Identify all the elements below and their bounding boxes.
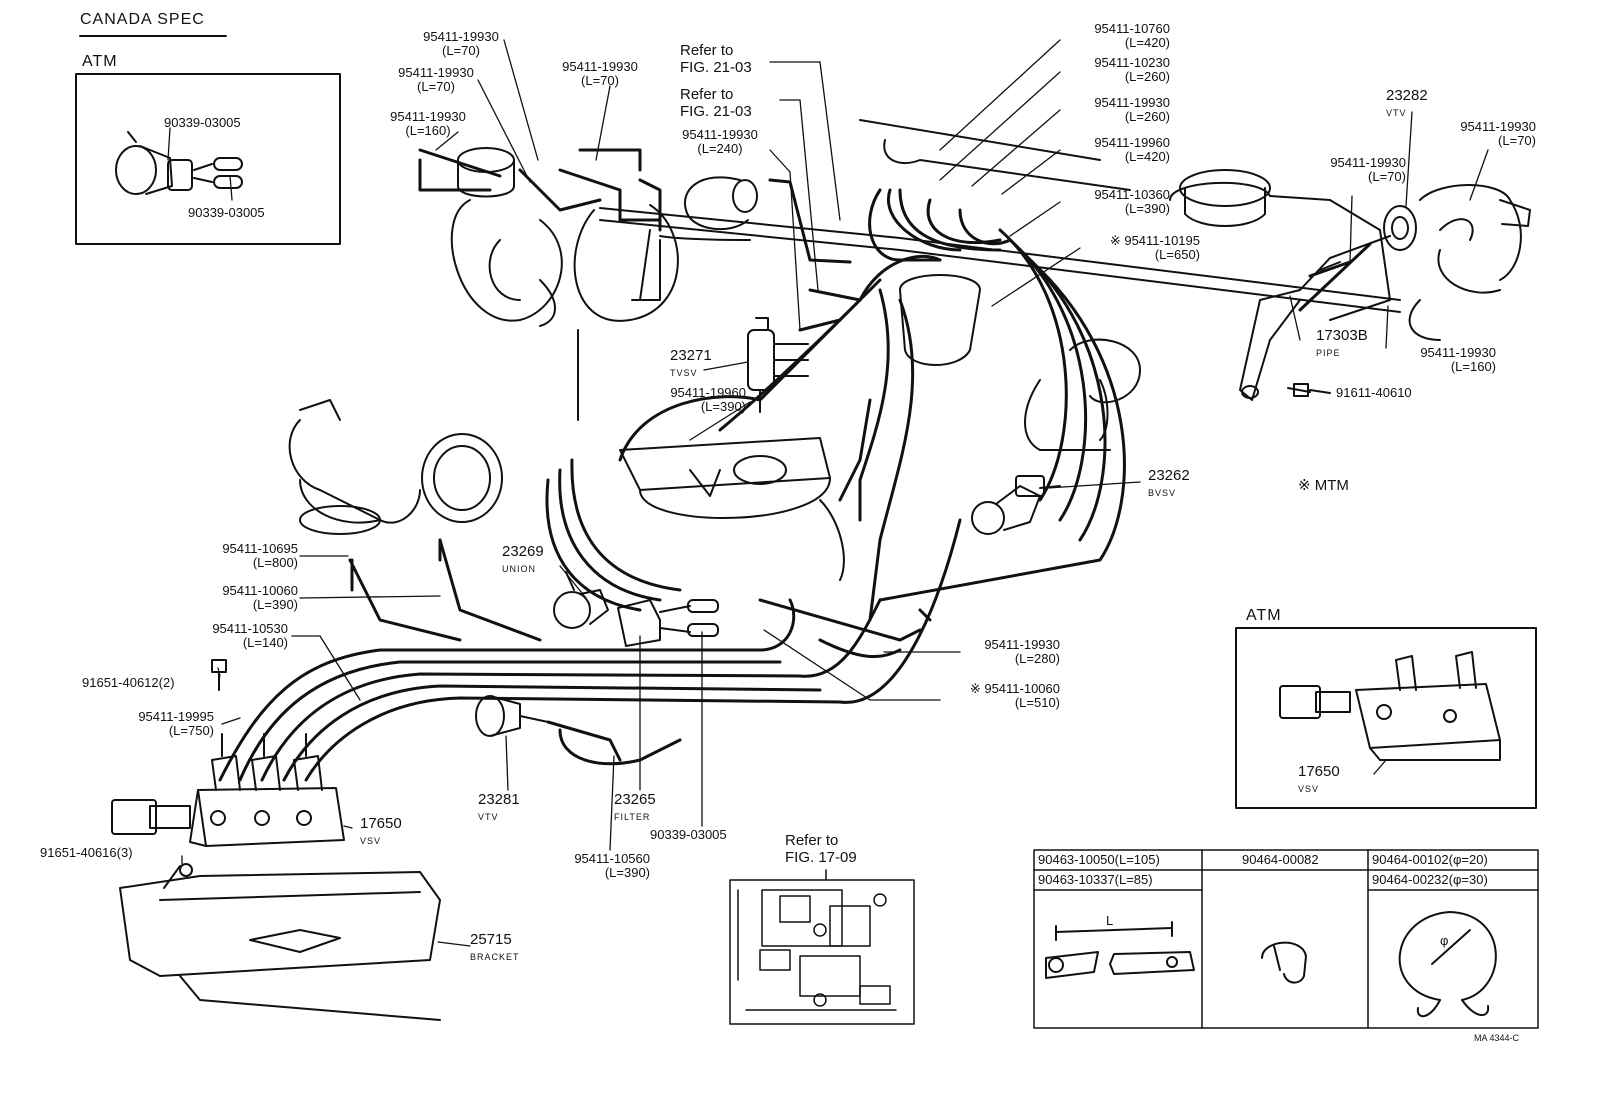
hose-label: ※ 95411-10195(L=650) bbox=[1109, 233, 1200, 262]
atm-inset-top bbox=[75, 73, 341, 245]
hose-label: 95411-10230(L=260) bbox=[1094, 55, 1170, 84]
pipe-17303b bbox=[1239, 235, 1391, 401]
hose-label: 95411-19930(L=70) bbox=[398, 65, 474, 94]
vsv-17650-block bbox=[111, 733, 345, 847]
atm-inset-right bbox=[1235, 627, 1537, 809]
clamp-dim-label: L bbox=[1106, 913, 1114, 928]
clamp-row1-col3: 90464-00102(φ=20) bbox=[1372, 852, 1488, 867]
bracket-25715 bbox=[119, 863, 441, 1021]
hose-label: 95411-19930(L=160) bbox=[390, 109, 466, 138]
hose-label: ※ 95411-10060(L=510) bbox=[969, 681, 1060, 710]
clamp-clip bbox=[1261, 941, 1307, 984]
atm-inset-right-title: ATM bbox=[1246, 607, 1282, 624]
clamp-table bbox=[1033, 849, 1539, 1029]
hose-label: 95411-19930(L=160) bbox=[1420, 345, 1496, 374]
bolt-91651-616-label: 91651-40616(3) bbox=[40, 845, 133, 860]
hose-label: 95411-19930(L=70) bbox=[1460, 119, 1536, 148]
hose-bundle bbox=[218, 148, 1372, 782]
hose-label: 95411-10695(L=800) bbox=[222, 541, 298, 570]
clip-90339-label: 90339-03005 bbox=[650, 827, 727, 842]
atm-top-part-a: 90339-03005 bbox=[164, 115, 241, 130]
clamp-strip bbox=[1045, 921, 1195, 979]
atm-inset-top-title: ATM bbox=[82, 53, 118, 70]
clamp-row2-col3: 90464-00232(φ=30) bbox=[1372, 872, 1488, 887]
atm-top-part-b: 90339-03005 bbox=[188, 205, 265, 220]
leaders bbox=[167, 39, 1489, 947]
engine-upper-assembly bbox=[450, 119, 1401, 451]
hose-label: 95411-19930(L=70) bbox=[1330, 155, 1406, 184]
clamp-ring bbox=[1398, 911, 1497, 1018]
vtv-23281 bbox=[475, 695, 549, 737]
footer-code: MA 4344-C bbox=[1474, 1033, 1520, 1043]
bolt-91651-612-label: 91651-40612(2) bbox=[82, 675, 175, 690]
hose-label: 95411-10060(L=390) bbox=[222, 583, 298, 612]
hose-label: 95411-10360(L=390) bbox=[1094, 187, 1170, 216]
hose-label: 95411-10530(L=140) bbox=[212, 621, 288, 650]
vtv-23282 bbox=[1383, 184, 1531, 341]
bvsv-23262 bbox=[971, 475, 1061, 535]
hose-label: 95411-10760(L=420) bbox=[1094, 21, 1170, 50]
hose-label: 95411-19930(L=260) bbox=[1094, 95, 1170, 124]
clamp-row1-col2: 90464-00082 bbox=[1242, 852, 1319, 867]
fig1709-inset bbox=[729, 869, 915, 1025]
throttle-body bbox=[288, 399, 503, 535]
header-title: CANADA SPEC bbox=[80, 11, 205, 28]
hose-label: 95411-19930(L=240) bbox=[682, 127, 758, 156]
filter-23265 bbox=[617, 599, 719, 647]
hose-label: 95411-19930(L=280) bbox=[984, 637, 1060, 666]
center-block bbox=[619, 437, 845, 581]
clamp-row2-col1: 90463-10337(L=85) bbox=[1038, 872, 1153, 887]
bolt-91651-612 bbox=[211, 659, 227, 691]
bolt-91611 bbox=[1287, 383, 1331, 397]
bolt-91611-label: 91611-40610 bbox=[1336, 385, 1412, 400]
clamp-row1-col1: 90463-10050(L=105) bbox=[1038, 852, 1160, 867]
hose-label: 95411-10560(L=390) bbox=[574, 851, 650, 880]
mtm-note: ※ MTM bbox=[1298, 477, 1349, 494]
hose-label: 95411-19960(L=420) bbox=[1094, 135, 1170, 164]
clamp-dia-label: φ bbox=[1440, 933, 1449, 948]
hose-label: 95411-19930(L=70) bbox=[562, 59, 638, 88]
union-23269 bbox=[553, 571, 609, 629]
hose-label: 95411-19930(L=70) bbox=[423, 29, 499, 58]
hose-label: 95411-19960(L=390) bbox=[670, 385, 746, 414]
hose-label: 95411-19995(L=750) bbox=[138, 709, 214, 738]
